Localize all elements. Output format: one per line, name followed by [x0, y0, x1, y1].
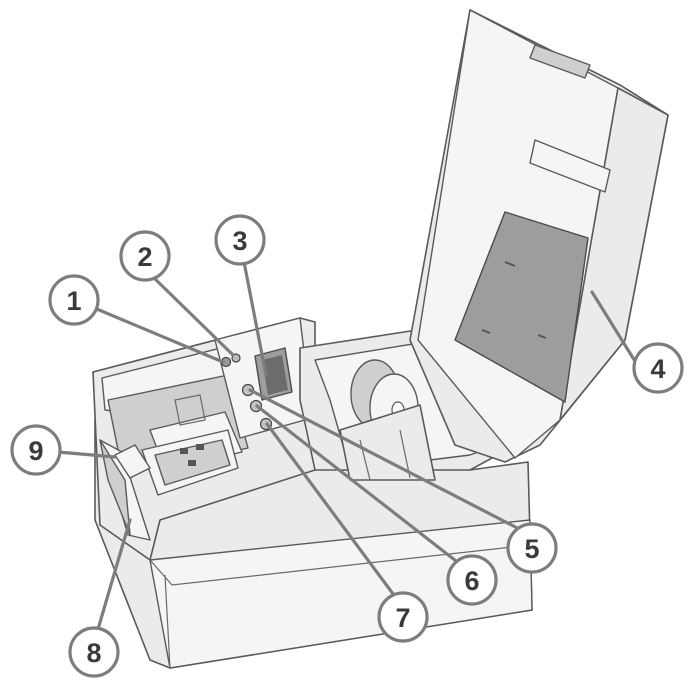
front-door [99, 439, 151, 541]
leader-lines [56, 260, 640, 638]
callout-8: 8 [68, 626, 120, 678]
callout-5-label: 5 [524, 534, 539, 564]
callout-8-label: 8 [86, 638, 101, 668]
callout-6-label: 6 [464, 566, 479, 596]
callout-2-label: 2 [137, 242, 152, 272]
print-cartridge [141, 429, 239, 496]
callout-3-label: 3 [232, 226, 247, 256]
callout-4: 4 [632, 342, 684, 394]
callout-5: 5 [506, 522, 558, 574]
callout-7-label: 7 [395, 603, 410, 633]
callout-9: 9 [10, 424, 62, 476]
callout-1-label: 1 [66, 286, 81, 316]
callout-1: 1 [48, 274, 100, 326]
callout-2: 2 [119, 230, 171, 282]
callout-9-label: 9 [28, 436, 43, 466]
callout-6: 6 [446, 554, 498, 606]
callout-3: 3 [214, 214, 266, 266]
callout-7: 7 [377, 591, 429, 643]
printer-lid [409, 9, 669, 463]
button-5[interactable] [241, 383, 255, 397]
callout-4-label: 4 [650, 354, 665, 384]
